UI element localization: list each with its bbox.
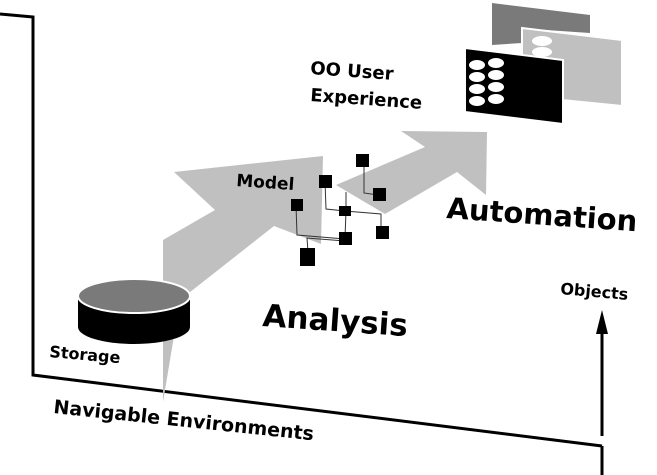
label-objects: Objects <box>560 279 629 304</box>
model-node <box>300 248 315 266</box>
model-nodes <box>291 154 389 266</box>
objects-arrowhead-icon <box>596 310 608 334</box>
label-model: Model <box>236 171 295 195</box>
model-node <box>291 199 303 211</box>
label-experience: Experience <box>310 85 423 114</box>
model-node <box>339 206 351 216</box>
model-node <box>339 232 352 245</box>
label-automation: Automation <box>446 191 639 238</box>
label-storage: Storage <box>49 342 122 367</box>
frame-plane <box>0 12 603 448</box>
label-oo-user: OO User <box>310 58 395 85</box>
label-analysis: Analysis <box>261 298 409 344</box>
storage-cylinder-icon <box>77 278 191 344</box>
model-node <box>319 175 332 188</box>
model-node <box>356 154 369 167</box>
window-front <box>464 46 564 126</box>
window-back <box>492 3 590 45</box>
ui-windows-icon <box>464 3 623 126</box>
analysis-arrow <box>163 156 323 402</box>
model-node <box>376 226 389 239</box>
label-navigable-environments: Navigable Environments <box>52 396 314 445</box>
model-node <box>373 188 386 201</box>
